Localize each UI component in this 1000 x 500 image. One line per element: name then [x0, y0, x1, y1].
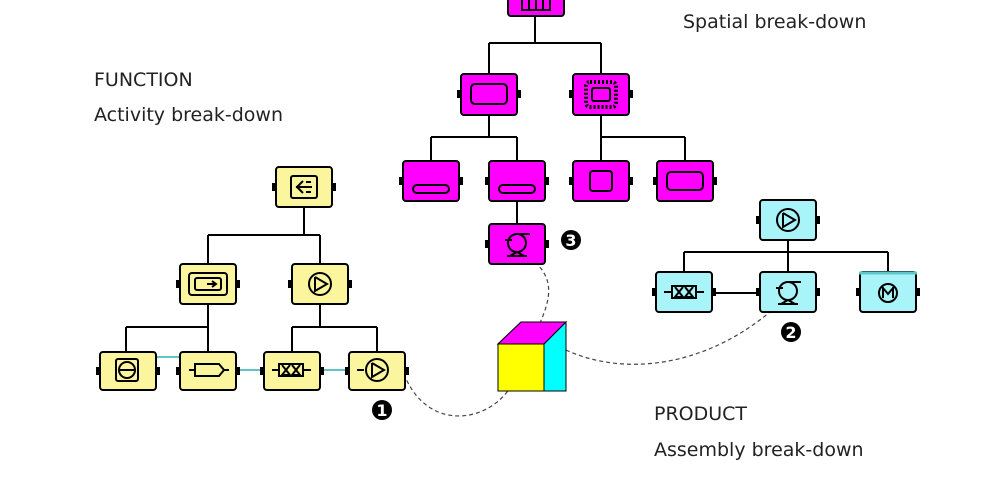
- location-mid-right-node[interactable]: [569, 73, 633, 116]
- slot-icon: [498, 184, 536, 194]
- function-subtitle: Activity break-down: [94, 104, 283, 126]
- function-leaf-1-node[interactable]: [96, 351, 160, 391]
- link-product-to-cube: [565, 311, 771, 365]
- location-title: Spatial break-down: [683, 11, 866, 33]
- product-mid-node[interactable]: [756, 271, 820, 313]
- location-tree-wires: [430, 16, 686, 224]
- arrow-transform-icon: [189, 363, 229, 377]
- marker-1: 1: [372, 400, 392, 420]
- slot-icon: [412, 184, 450, 194]
- function-title: FUNCTION: [94, 69, 193, 91]
- pump-icon: [776, 208, 800, 232]
- product-left-node[interactable]: [652, 271, 716, 313]
- function-leaf-3-node[interactable]: [260, 351, 324, 391]
- function-leaf-2-node[interactable]: [176, 351, 240, 391]
- location-leaf-4-node[interactable]: [653, 160, 717, 202]
- mixer-icon: [115, 358, 139, 382]
- product-title: PRODUCT: [654, 403, 747, 425]
- svg-text:2: 2: [785, 323, 796, 342]
- product-right-node[interactable]: [856, 271, 920, 313]
- valve-icon: [664, 285, 704, 299]
- marker-2: 2: [781, 322, 801, 342]
- function-mid-right-node[interactable]: [288, 263, 352, 305]
- pump-icon: [357, 358, 389, 382]
- split-icon: [290, 175, 318, 199]
- room-icon: [589, 170, 613, 192]
- location-leaf-2-node[interactable]: [485, 160, 549, 202]
- location-mid-left-node[interactable]: [457, 73, 521, 116]
- function-root-node[interactable]: [272, 166, 336, 208]
- function-leaf-4-node[interactable]: [345, 351, 409, 391]
- marker-3: 3: [561, 230, 581, 250]
- centrifugal-pump-icon: [505, 233, 530, 257]
- product-tree-wires: [683, 240, 889, 294]
- room-icon: [470, 83, 508, 105]
- location-root-node[interactable]: [507, 0, 565, 17]
- location-leaf-3-node[interactable]: [569, 160, 633, 202]
- location-leaf-1-node[interactable]: [399, 160, 463, 202]
- tank-icon: [188, 272, 228, 296]
- location-pump-node[interactable]: [485, 223, 549, 265]
- function-tree-wires: [125, 207, 378, 371]
- svg-text:1: 1: [376, 401, 387, 420]
- centrifugal-pump-icon: [776, 281, 801, 305]
- motor-icon: [878, 283, 898, 303]
- product-cube-icon: [496, 320, 568, 392]
- hatched-room-icon: [584, 80, 618, 109]
- pump-icon: [308, 272, 332, 296]
- svg-text:3: 3: [565, 231, 576, 250]
- function-mid-left-node[interactable]: [176, 263, 240, 305]
- product-root-node[interactable]: [756, 199, 820, 241]
- valve-icon: [272, 363, 311, 377]
- product-subtitle: Assembly break-down: [654, 439, 864, 461]
- room-icon: [666, 171, 704, 191]
- building-icon: [521, 0, 551, 11]
